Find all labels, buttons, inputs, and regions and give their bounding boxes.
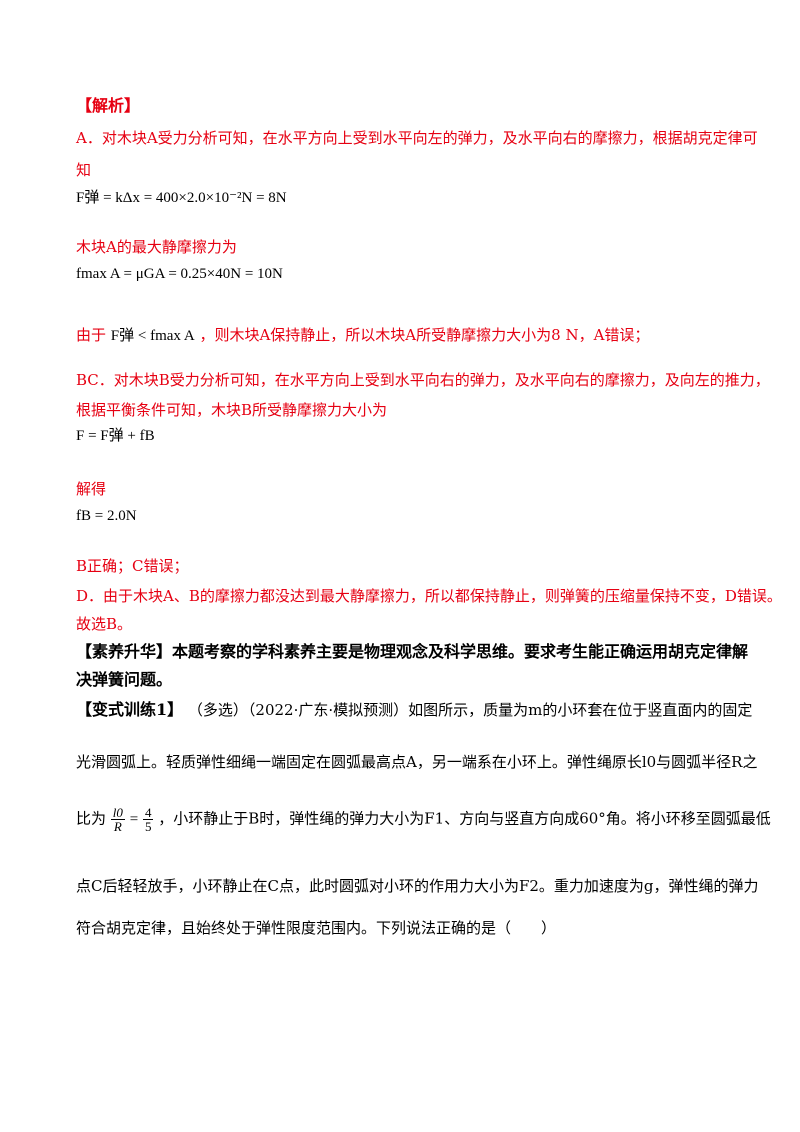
- solve-text: 解得: [76, 480, 107, 498]
- ratio-fraction-left: l0 R: [110, 805, 125, 834]
- literacy-line-1: 【素养升华】本题考察的学科素养主要是物理观念及科学思维。要求考生能正确运用胡克定…: [76, 642, 749, 661]
- since-rest: ，则木块A保持静止，所以木块A所受静摩擦力大小为8 N，A错误；: [199, 326, 650, 344]
- ratio-rest: ，小环静止于B时，弹性绳的弹力大小为F1、方向与竖直方向成60°角。将小环移至圆…: [158, 809, 771, 828]
- since-inequality: F弹 < fmax A: [110, 328, 195, 344]
- since-line: 由于 F弹 < fmax A ，则木块A保持静止，所以木块A所受静摩擦力大小为8…: [76, 325, 649, 346]
- analysis-heading: 【解析】: [76, 96, 141, 115]
- variant-line-1: 【变式训练1】 （多选）（2022·广东·模拟预测）如图所示，质量为m的小环套在…: [76, 700, 752, 720]
- option-a-line-1: A．对木块A受力分析可知，在水平方向上受到水平向左的弹力，及水平向右的摩擦力，根…: [76, 129, 758, 147]
- ratio-fraction-right: 4 5: [142, 805, 154, 834]
- option-d-line: D．由于木块A、B的摩擦力都没达到最大静摩擦力，所以都保持静止，则弹簧的压缩量保…: [76, 587, 782, 605]
- since-prefix: 由于: [76, 326, 107, 344]
- equation-balance: F = F弹 + fB: [76, 428, 155, 444]
- equation-spring-force: F弹 = kΔx = 400×2.0×10⁻²N = 8N: [76, 190, 287, 206]
- fraction-denominator: R: [113, 819, 122, 834]
- fraction-numerator: l0: [110, 805, 125, 820]
- variant-intro: （多选）（2022·广东·模拟预测）如图所示，质量为m的小环套在位于竖直面内的固…: [187, 701, 753, 719]
- problem-line-5: 符合胡克定律，且始终处于弹性限度范围内。下列说法正确的是（ ）: [76, 919, 557, 937]
- fraction-numerator: 4: [142, 805, 154, 820]
- option-bc-line-2: 根据平衡条件可知，木块B所受静摩擦力大小为: [76, 401, 388, 419]
- ratio-prefix: 比为: [76, 809, 107, 828]
- equation-result: fB = 2.0N: [76, 508, 137, 524]
- option-a-line-2: 知: [76, 161, 92, 179]
- literacy-line-2: 决弹簧问题。: [76, 670, 173, 689]
- choose-text: 故选B。: [76, 615, 133, 633]
- max-friction-text: 木块A的最大静摩擦力为: [76, 238, 237, 256]
- option-bc-line-1: BC．对木块B受力分析可知，在水平方向上受到水平向右的弹力，及水平向右的摩擦力，…: [76, 371, 770, 389]
- problem-line-3: 比为 l0 R = 4 5 ，小环静止于B时，弹性绳的弹力大小为F1、方向与竖直…: [76, 805, 771, 834]
- b-correct-text: B正确；C错误；: [76, 557, 189, 575]
- variant-label: 【变式训练1】: [76, 700, 184, 719]
- problem-line-4: 点C后轻轻放手，小环静止在C点，此时圆弧对小环的作用力大小为F2。重力加速度为g…: [76, 877, 759, 895]
- equation-max-friction: fmax A = μGA = 0.25×40N = 10N: [76, 266, 283, 282]
- problem-line-2: 光滑圆弧上。轻质弹性细绳一端固定在圆弧最高点A，另一端系在小环上。弹性绳原长l0…: [76, 753, 758, 771]
- fraction-denominator: 5: [144, 819, 152, 834]
